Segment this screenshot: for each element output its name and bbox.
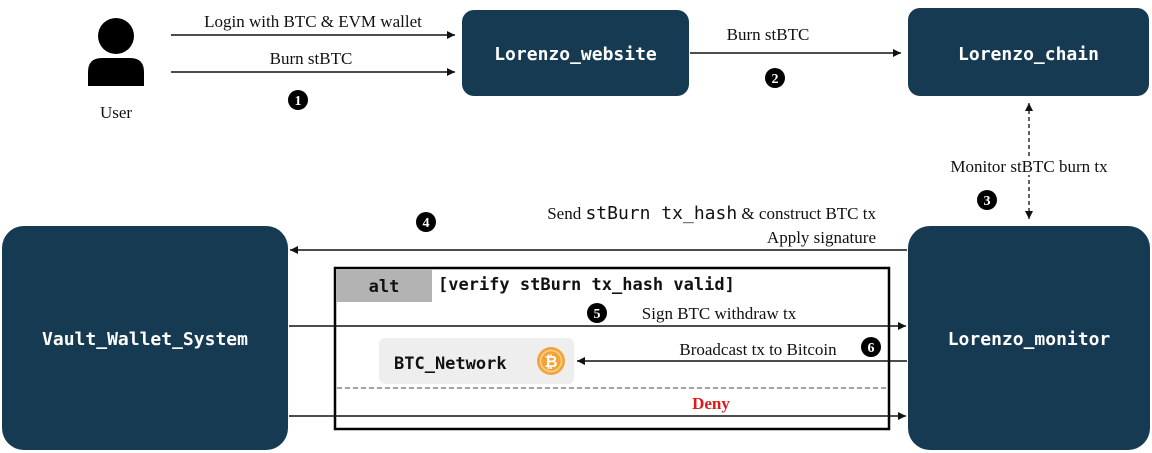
apply-signature-label: Apply signature bbox=[767, 228, 876, 247]
btc-network-label: BTC_Network bbox=[394, 354, 507, 374]
step-1-badge: 1 bbox=[288, 90, 308, 110]
lorenzo-website-label: Lorenzo_website bbox=[494, 44, 657, 65]
svg-text:5: 5 bbox=[594, 307, 601, 322]
user-label: User bbox=[100, 103, 132, 122]
alt-tag: alt bbox=[369, 277, 400, 297]
broadcast-label: Broadcast tx to Bitcoin bbox=[679, 340, 837, 359]
vault-wallet-system-node: Vault_Wallet_System bbox=[2, 226, 288, 450]
svg-text:₿: ₿ bbox=[544, 352, 557, 371]
step-5-badge: 5 bbox=[587, 303, 607, 323]
bitcoin-icon: ₿ bbox=[537, 347, 565, 375]
lorenzo-chain-node: Lorenzo_chain bbox=[908, 8, 1149, 96]
step-4-badge: 4 bbox=[416, 212, 436, 232]
alt-condition: [verify stBurn tx_hash valid] bbox=[438, 275, 735, 295]
deny-label: Deny bbox=[692, 394, 730, 413]
btc-network-node: BTC_Network ₿ bbox=[379, 338, 574, 384]
burn-website-label: Burn stBTC bbox=[727, 25, 810, 44]
sign-withdraw-label: Sign BTC withdraw tx bbox=[642, 304, 797, 323]
lorenzo-monitor-node: Lorenzo_monitor bbox=[908, 226, 1150, 450]
burn-user-label: Burn stBTC bbox=[270, 49, 353, 68]
step-3-badge: 3 bbox=[977, 190, 997, 210]
user-icon bbox=[88, 18, 144, 86]
monitor-burn-label: Monitor stBTC burn tx bbox=[950, 157, 1108, 176]
lorenzo-website-node: Lorenzo_website bbox=[462, 10, 689, 96]
alt-tag-box bbox=[336, 269, 432, 302]
alt-frame: alt [verify stBurn tx_hash valid] bbox=[333, 266, 891, 431]
svg-text:6: 6 bbox=[868, 341, 875, 356]
step-2-badge: 2 bbox=[765, 68, 785, 88]
svg-text:1: 1 bbox=[295, 94, 302, 109]
svg-text:3: 3 bbox=[984, 194, 991, 209]
login-label: Login with BTC & EVM wallet bbox=[204, 12, 422, 31]
lorenzo-chain-label: Lorenzo_chain bbox=[958, 44, 1099, 65]
send-construct-label: Send stBurn tx_hash & construct BTC tx bbox=[547, 203, 876, 224]
svg-text:4: 4 bbox=[423, 216, 430, 231]
svg-text:2: 2 bbox=[772, 72, 779, 87]
vault-wallet-system-label: Vault_Wallet_System bbox=[42, 329, 248, 350]
lorenzo-monitor-label: Lorenzo_monitor bbox=[948, 329, 1111, 350]
step-6-badge: 6 bbox=[861, 337, 881, 357]
